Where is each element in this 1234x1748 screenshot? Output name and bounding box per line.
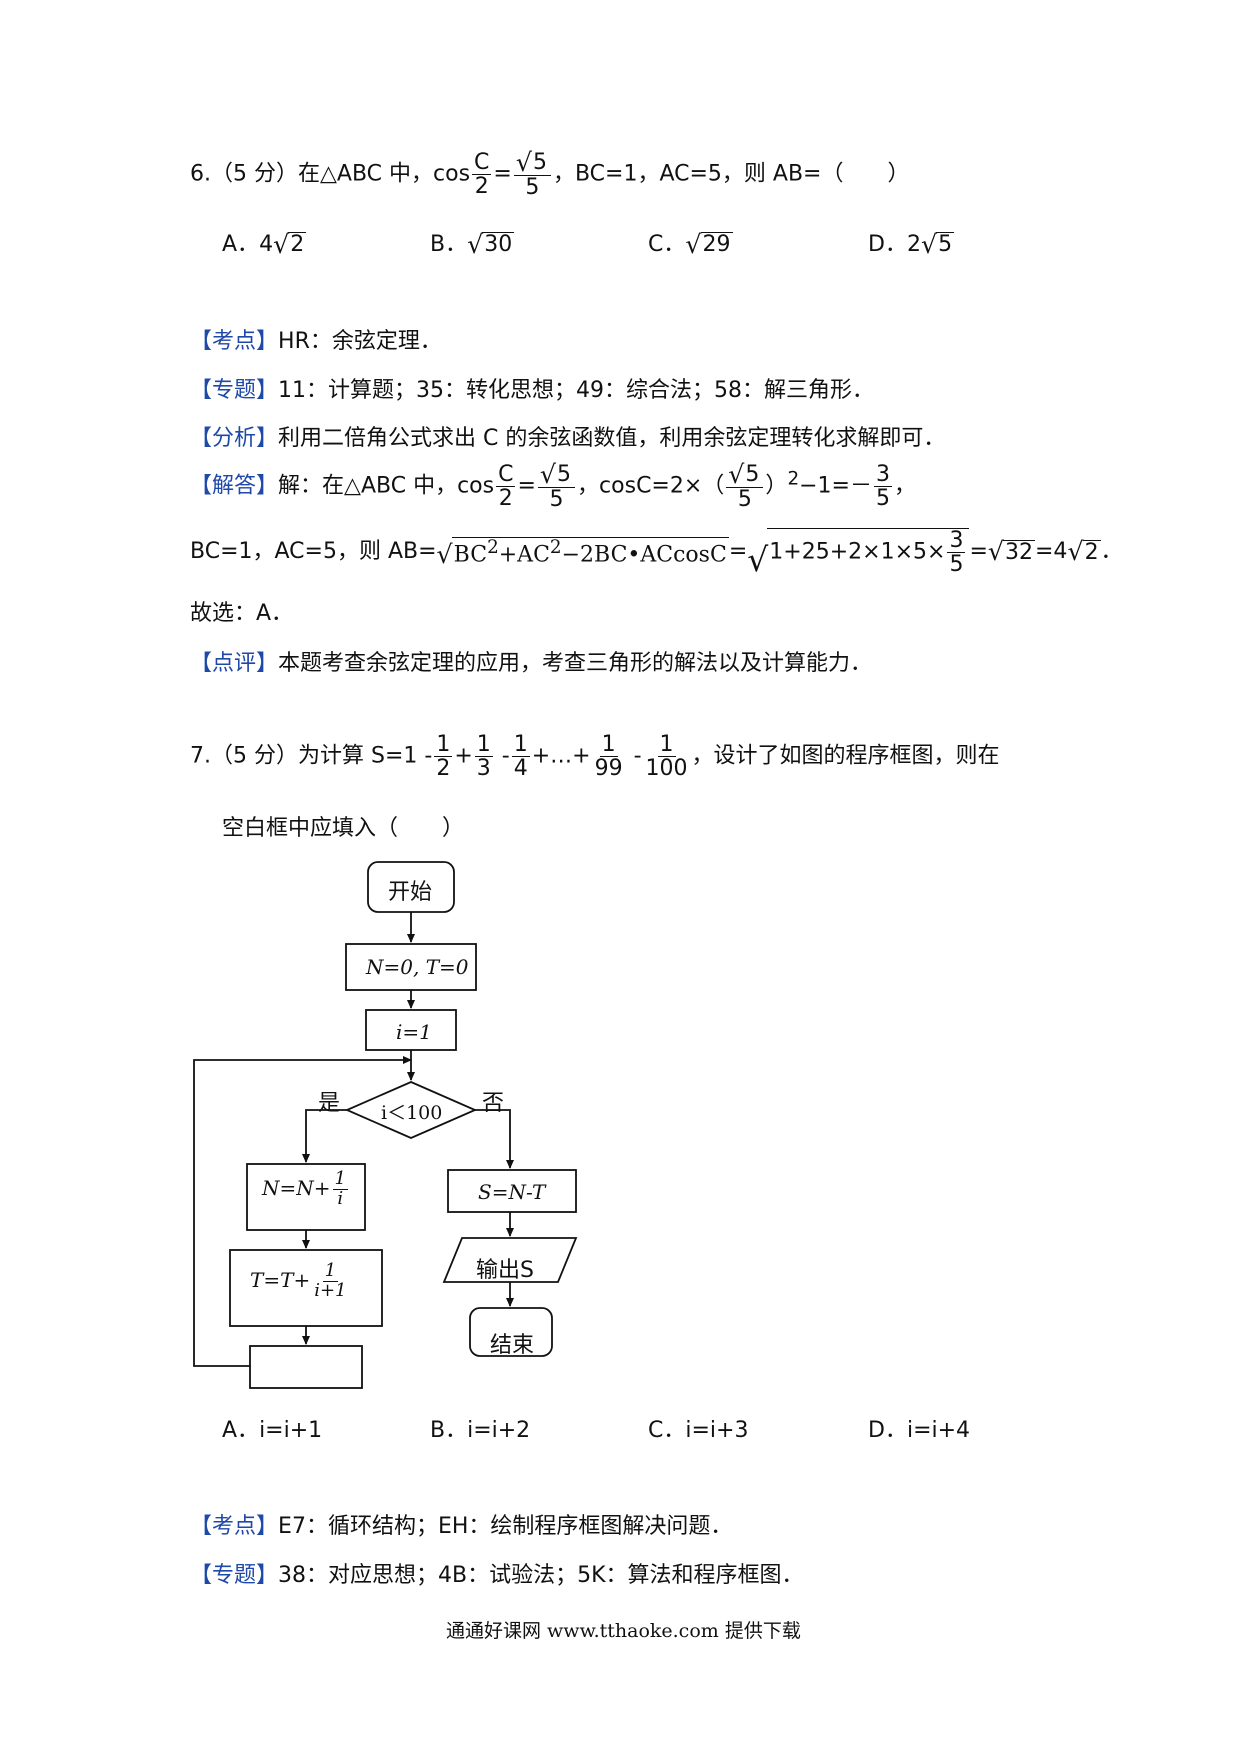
q6-jieda-line3: 故选：A． — [190, 601, 294, 626]
q6-option-c: C．√29 — [648, 230, 733, 260]
q6-option-a: A．4√2 — [222, 230, 307, 260]
flow-blank-box — [249, 1345, 363, 1389]
flow-cond-diamond — [344, 1081, 478, 1139]
page-footer: 通通好课网 www.tthaoke.com 提供下载 — [446, 1620, 801, 1642]
flow-s-calc-label: S=N-T — [478, 1180, 546, 1204]
q7-stem-line2: 空白框中应填入（ ） — [222, 816, 465, 841]
q7-option-b: B．i=i+2 — [430, 1418, 531, 1443]
flow-no-label: 否 — [482, 1091, 505, 1116]
q7-option-d: D．i=i+4 — [868, 1418, 971, 1443]
q6-option-b: B．√30 — [430, 230, 515, 260]
q7-option-a: A．i=i+1 — [222, 1418, 323, 1443]
q7-zhuanti: 【专题】38：对应思想；4B：试验法；5K：算法和程序框图． — [190, 1563, 804, 1588]
q6-fenxi: 【分析】利用二倍角公式求出 C 的余弦函数值，利用余弦定理转化求解即可． — [190, 426, 946, 451]
flow-start-label: 开始 — [388, 880, 433, 905]
q6-suffix: ，BC=1，AC=5，则 AB=（ ） — [552, 161, 910, 187]
q6-option-d: D．2√5 — [868, 230, 955, 260]
q7-kaodian: 【考点】E7：循环结构；EH：绘制程序框图解决问题． — [190, 1514, 733, 1539]
q6-prefix: 6.（5 分）在△ABC 中，cos — [190, 161, 471, 187]
q6-jieda-line2: BC=1，AC=5，则 AB=√BC2+AC2−2BC•ACcosC=√1+25… — [190, 528, 1123, 580]
q7-flowchart — [193, 861, 578, 1389]
flow-output-box — [442, 1237, 578, 1283]
flow-i1-label: i=1 — [396, 1020, 432, 1044]
flow-yes-label: 是 — [318, 1091, 341, 1116]
flow-cond-label: i＜100 — [381, 1102, 443, 1124]
flow-s-calc-box — [447, 1169, 577, 1213]
q6-kaodian: 【考点】HR：余弦定理． — [190, 329, 442, 354]
q6-dianping: 【点评】本题考查余弦定理的应用，考查三角形的解法以及计算能力． — [190, 651, 873, 676]
flow-init-label: N=0, T=0 — [366, 955, 469, 979]
flow-end-label: 结束 — [490, 1333, 535, 1358]
q6-zhuanti: 【专题】11：计算题；35：转化思想；49：综合法；58：解三角形． — [190, 378, 875, 403]
flow-end-box — [469, 1307, 553, 1357]
flow-output-label: 输出S — [476, 1258, 534, 1283]
q7-option-c: C．i=i+3 — [648, 1418, 749, 1443]
